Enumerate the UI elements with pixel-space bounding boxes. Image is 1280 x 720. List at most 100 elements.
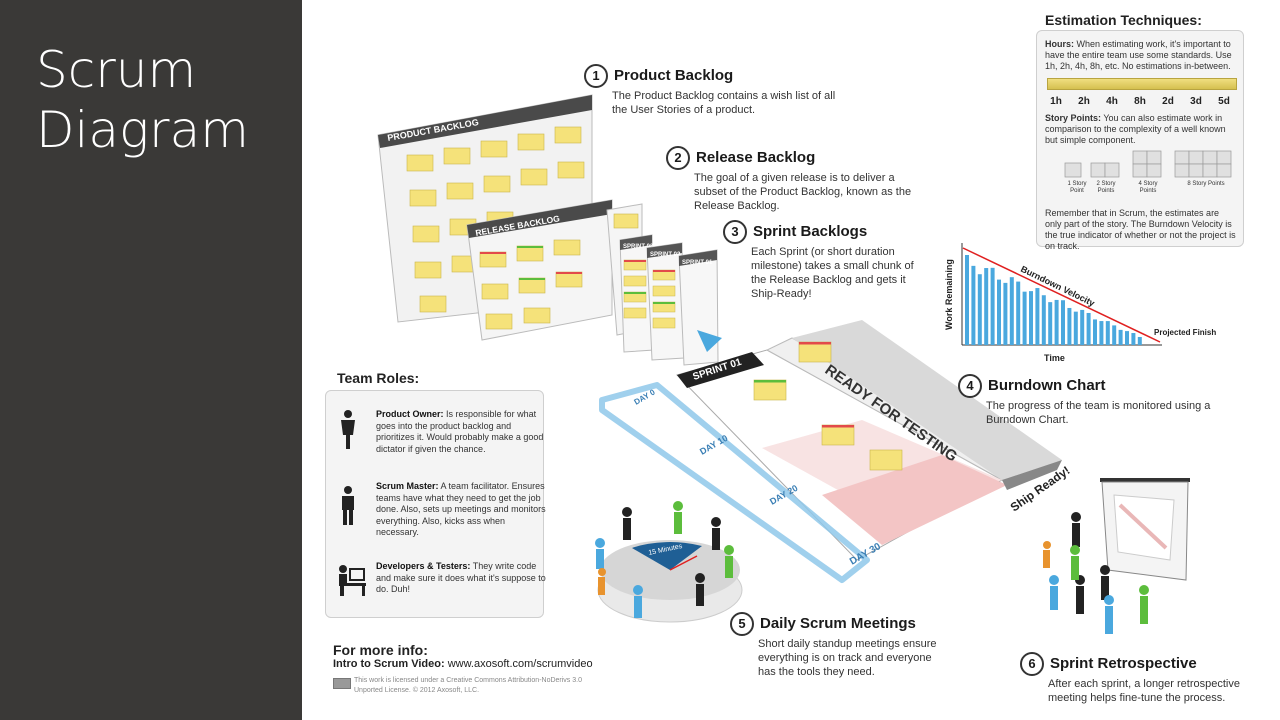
section-burndown-chart: 4 Burndown Chart The progress of the team…	[958, 374, 1248, 427]
burndown-bar	[1105, 321, 1110, 345]
role-desc: A team facilitator. Ensures teams have w…	[376, 481, 546, 537]
burndown-bar	[1131, 333, 1136, 345]
sprint-tab-03: SPRINT 03	[623, 244, 654, 250]
step-number-4: 4	[958, 374, 982, 398]
scale-label: 2d	[1162, 96, 1174, 107]
section-title: Sprint Backlogs	[753, 222, 868, 240]
hours-scale-bar	[1047, 78, 1237, 90]
role-name: Product Owner:	[376, 409, 444, 419]
scale-label: 4h	[1106, 96, 1118, 107]
role-name: Scrum Master:	[376, 481, 439, 491]
burndown-ylabel: Work Remaining	[944, 259, 954, 330]
story-point-label: 4 Story Points	[1138, 181, 1158, 194]
section-body: The goal of a given release is to delive…	[694, 172, 912, 212]
story-point-blocks	[1064, 150, 1232, 178]
scale-label: 8h	[1134, 96, 1146, 107]
team-roles-box: Product Owner: Is responsible for what g…	[325, 390, 546, 618]
role-text: Scrum Master: A team facilitator. Ensure…	[376, 481, 546, 539]
sprint-tab-01: SPRINT 01	[682, 260, 713, 266]
hours-scale-labels: 1h 2h 4h 8h 2d 3d 5d	[1042, 91, 1242, 109]
more-info-link-row: Intro to Scrum Video: www.axosoft.com/sc…	[333, 658, 593, 670]
role-text: Developers & Testers: They write code an…	[376, 561, 546, 596]
burndown-bar	[1009, 277, 1014, 345]
story-points-paragraph: Story Points: You can also estimate work…	[1045, 113, 1237, 146]
story-points-text: You can also estimate work in comparison…	[1045, 113, 1226, 145]
section-body: Each Sprint (or short duration milestone…	[751, 246, 914, 300]
burndown-velocity-line	[962, 247, 1161, 343]
story-point-label: 1 Story Point	[1067, 181, 1087, 194]
burndown-bar	[1080, 309, 1085, 345]
burndown-bar	[1125, 331, 1129, 345]
product-owner-icon	[341, 410, 355, 449]
slide-title-line2: Diagram	[36, 101, 249, 159]
scale-label: 1h	[1050, 96, 1062, 107]
burndown-bar	[1035, 288, 1040, 345]
more-info-title: For more info:	[333, 642, 428, 658]
sprint-tab-02: SPRINT 02	[650, 252, 681, 258]
daily-scrum-illustration: 15 Minutes	[595, 501, 743, 623]
role-desc: Is responsible for what goes into the pr…	[376, 409, 544, 454]
hours-text: When estimating work, it's important to …	[1045, 39, 1232, 71]
story-point-label: 2 Story Points	[1096, 181, 1116, 194]
burndown-bar	[1067, 307, 1072, 345]
step-number-6: 6	[1020, 652, 1044, 676]
burndown-bar	[977, 274, 982, 345]
burndown-bar	[1003, 282, 1008, 345]
burndown-bar	[997, 279, 1001, 345]
license-text: This work is licensed under a Creative C…	[354, 677, 582, 694]
creative-commons-badge-icon	[333, 678, 351, 689]
step-number-1: 1	[584, 64, 608, 88]
scale-label: 2h	[1078, 96, 1090, 107]
section-title: Product Backlog	[614, 66, 734, 84]
estimation-box: Hours: When estimating work, it's import…	[1036, 30, 1244, 251]
burndown-bar	[1086, 312, 1091, 345]
step-number-3: 3	[723, 220, 747, 244]
estimation-footer: Remember that in Scrum, the estimates ar…	[1045, 208, 1236, 251]
step-number-5: 5	[730, 612, 754, 636]
sprint-backlog-boards: SPRINT 03 SPRINT 02 SPRINT 01	[619, 234, 722, 366]
burndown-bar	[1022, 291, 1027, 345]
scale-label: 5d	[1218, 96, 1230, 107]
story-point-label: 8 Story Points	[1187, 181, 1225, 187]
burndown-bar	[984, 268, 989, 345]
video-link[interactable]: www.axosoft.com/scrumvideo	[447, 658, 593, 670]
projected-finish-label: Projected Finish	[1154, 328, 1216, 337]
burndown-bar	[1048, 302, 1053, 345]
meeting-people-icons	[595, 501, 734, 618]
team-roles-title: Team Roles:	[337, 370, 420, 386]
burndown-bar	[1073, 311, 1078, 345]
section-body: After each sprint, a longer retrospectiv…	[1048, 678, 1240, 704]
sprint-board: SPRINT 01 READY FOR TESTING DAY 0 DAY 10…	[599, 320, 1073, 583]
hours-label: Hours:	[1045, 39, 1074, 49]
burndown-chart: Work Remaining Time Burndown Velocity Pr…	[944, 243, 1216, 363]
role-name: Developers & Testers:	[376, 561, 471, 571]
burndown-bar	[1093, 319, 1097, 345]
retrospective-illustration	[1043, 478, 1190, 634]
burndown-bar	[965, 255, 969, 345]
section-title: Daily Scrum Meetings	[760, 614, 916, 632]
burndown-bar	[1118, 329, 1123, 345]
burndown-bar	[990, 267, 995, 345]
estimation-title: Estimation Techniques:	[1045, 12, 1202, 28]
hours-paragraph: Hours: When estimating work, it's import…	[1045, 39, 1237, 72]
scrum-master-icon	[342, 486, 354, 525]
release-backlog-board: RELEASE BACKLOG	[466, 199, 643, 341]
section-sprint-backlogs: 3 Sprint Backlogs Each Sprint (or short d…	[723, 220, 928, 301]
scrum-infographic: PRODUCT BACKLOG RELEASE BACKLOG	[302, 0, 1280, 720]
burndown-bar	[1054, 299, 1059, 345]
burndown-bar	[1099, 321, 1104, 345]
burndown-bar	[1112, 325, 1117, 345]
title-panel	[0, 0, 302, 720]
scale-label: 3d	[1190, 96, 1202, 107]
slide-title-line1: Scrum	[36, 41, 197, 99]
story-points-label: Story Points:	[1045, 113, 1102, 123]
burndown-bars	[965, 255, 1142, 345]
section-body: The progress of the team is monitored us…	[986, 400, 1211, 426]
burndown-bar	[1061, 300, 1065, 345]
video-link-label: Intro to Scrum Video:	[333, 658, 445, 670]
section-title: Burndown Chart	[988, 376, 1106, 394]
